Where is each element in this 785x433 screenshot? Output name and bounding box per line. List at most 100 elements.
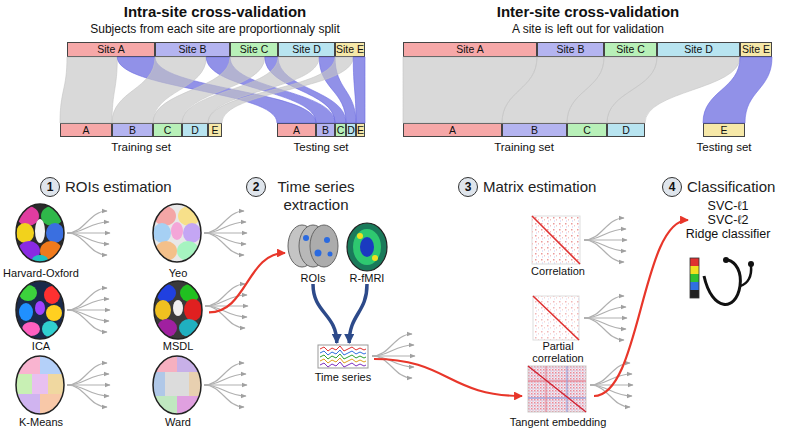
figure-caption: R-fMRI <box>350 272 385 284</box>
segment-label: C <box>583 125 591 136</box>
segment-label: D <box>347 125 355 136</box>
ellipse-part <box>35 301 45 315</box>
segment-label: B <box>129 125 136 136</box>
figure-panel: ROIs <box>285 222 341 284</box>
rect-part <box>16 374 32 394</box>
rect-part <box>533 296 579 340</box>
segment-label: Site B <box>556 44 584 55</box>
split-ribbon <box>208 57 353 123</box>
site-segment: E <box>703 123 745 137</box>
segment-label: D <box>622 125 630 136</box>
set-label: Training set <box>494 141 554 153</box>
rect-part <box>690 290 699 298</box>
g-part <box>16 281 64 339</box>
step-badge: 3Matrix estimation <box>458 177 478 197</box>
figure-caption: Correlation <box>531 265 585 277</box>
split-ribbon <box>60 57 117 123</box>
ellipse-part <box>16 356 64 414</box>
figure-panel: Harvard-Oxford <box>10 203 72 279</box>
brain-harvard-oxford <box>16 204 64 265</box>
use-part <box>584 218 627 262</box>
rect-part <box>690 258 699 298</box>
path-part <box>740 266 751 286</box>
ellipse-part <box>16 356 64 414</box>
segment-label: B <box>531 125 538 136</box>
site-segment: D <box>607 123 645 137</box>
use-part <box>320 354 366 359</box>
site-segment: Site E <box>740 42 772 57</box>
figure-panel: Yeo <box>147 203 209 279</box>
rect-part <box>528 380 586 382</box>
use-part <box>584 296 627 340</box>
site-segment: B <box>502 123 567 137</box>
set-label: Training set <box>111 141 171 153</box>
brain-ward <box>153 356 201 414</box>
g-part <box>154 281 202 339</box>
fan-arrows <box>67 211 633 407</box>
segment-label: Site A <box>97 44 124 55</box>
segment-label: Site A <box>456 44 483 55</box>
flow-arrow <box>374 359 522 396</box>
step-number: 3 <box>465 181 472 193</box>
figure-caption: Time series <box>315 371 371 383</box>
step-badge: 2Time series extraction <box>246 177 266 197</box>
figure-panel: Tangent embedding <box>522 364 594 428</box>
line-part <box>533 296 579 340</box>
ellipse-part <box>184 299 202 321</box>
ellipse-part <box>154 281 202 339</box>
flow-arrow <box>594 220 688 396</box>
step-badge: 4Classification <box>662 177 682 197</box>
segment-label: Site C <box>240 44 269 55</box>
segment-label: A <box>449 125 456 136</box>
g-part <box>16 356 64 414</box>
split-ribbon <box>206 57 335 123</box>
step-badge: 1ROIs estimation <box>40 177 60 197</box>
ellipse-part <box>16 204 64 262</box>
g-part <box>153 204 201 262</box>
ellipse-part <box>42 321 58 337</box>
ellipse-part <box>46 223 64 243</box>
ellipse-part <box>360 237 374 257</box>
split-ribbon <box>703 57 772 123</box>
site-segment: E <box>208 123 222 137</box>
section-subtitle: Subjects from each site are proportionna… <box>90 22 339 36</box>
segment-label: Site C <box>616 44 645 55</box>
split-bar: Testing setE <box>703 123 745 137</box>
g-part <box>16 204 64 265</box>
ellipse-part <box>154 281 202 339</box>
use-part <box>320 358 366 363</box>
circle-part <box>303 235 309 241</box>
use-part <box>320 350 366 355</box>
ellipse-part <box>16 223 34 243</box>
ellipse-part <box>353 229 381 265</box>
ellipse-part <box>22 322 40 336</box>
figure-panel: R-fMRI <box>343 222 391 284</box>
circle-part <box>748 261 754 267</box>
site-segment: Site D <box>657 42 740 57</box>
step-number: 4 <box>669 181 676 193</box>
ellipse-part <box>153 204 201 262</box>
figure-caption: Harvard-Oxford <box>3 267 79 279</box>
rect-part <box>566 366 568 412</box>
split-ribbon <box>502 57 604 123</box>
use-part <box>320 362 366 367</box>
correlation-matrix <box>532 216 580 264</box>
section-subtitle: A site is left out for validation <box>512 22 664 36</box>
figure-panel: K-Means <box>10 354 72 428</box>
ellipse-part <box>153 356 201 414</box>
rect-part <box>528 366 586 412</box>
use-part <box>320 346 366 351</box>
use-part <box>204 211 247 255</box>
site-segment: B <box>316 123 335 137</box>
figure-panel: MSDL <box>147 280 209 352</box>
site-segment: E <box>356 123 365 137</box>
step-heading: ROIs estimation <box>65 178 172 196</box>
step-heading: Time series extraction <box>271 178 361 214</box>
ellipse-part <box>173 300 183 316</box>
split-ribbon <box>265 57 346 123</box>
ellipse-part <box>16 281 64 339</box>
